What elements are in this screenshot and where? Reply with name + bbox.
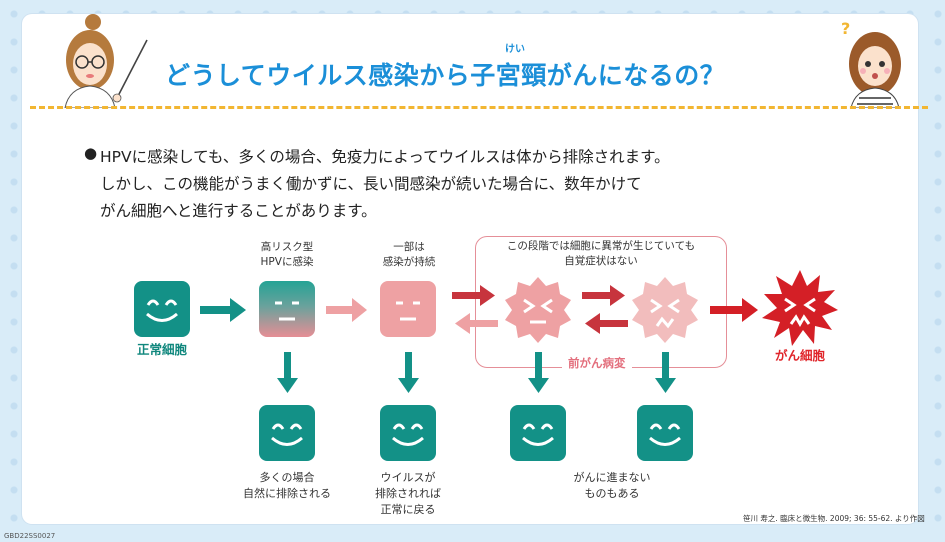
stage2-label-line-1: 一部は	[393, 241, 425, 253]
outcome3-line-1: がんに進まない	[573, 471, 651, 484]
arrow-down-3	[528, 352, 549, 393]
outcome2-label: ウイルスが 排除されれば 正常に戻る	[358, 470, 458, 518]
arrow-down-4	[655, 352, 676, 393]
stage1-label-line-1: 高リスク型	[260, 241, 314, 253]
outcome1-line-2: 自然に排除される	[243, 487, 331, 500]
outcome2-line-1: ウイルスが	[380, 471, 436, 484]
precancer-cell-1	[505, 277, 571, 343]
document-code: GBD22SS0027	[4, 532, 56, 540]
citation: 笹川 寿之. 臨床と微生物. 2009; 36: 55-62. より作図	[743, 514, 925, 523]
outcome3-label: がんに進まない ものもある	[552, 470, 672, 502]
stage2-label-line-2: 感染が持続	[382, 256, 436, 268]
outcome1-label: 多くの場合 自然に排除される	[237, 470, 337, 502]
cancer-cell-label: がん細胞	[774, 348, 825, 363]
smile-face-icon	[522, 423, 554, 446]
slide-panel	[22, 14, 918, 524]
bullet-icon: ●	[84, 144, 98, 162]
outcome2-line-2: 排除されれば	[375, 487, 441, 500]
arrow-down-2	[398, 352, 419, 393]
stage1-label: 高リスク型 HPVに感染	[247, 240, 327, 270]
outcome-cell-3	[510, 405, 566, 461]
outcome1-line-1: 多くの場合	[259, 471, 315, 484]
svg-text:?: ?	[841, 19, 850, 38]
stage2-label: 一部は 感染が持続	[369, 240, 449, 270]
normal-cell-label: 正常細胞	[136, 342, 187, 357]
body-line-3: がん細胞へと進行することがあります。	[100, 202, 377, 220]
note-box-label-bg	[484, 248, 716, 270]
girl-illustration: ?	[841, 19, 901, 108]
arrow-persistent-precancer	[452, 285, 498, 334]
box-note: この段階では細胞に異常が生じていても 自覚症状はない	[488, 239, 714, 269]
outcome-cell-1	[259, 405, 315, 461]
box-note-line-2: 自覚症状はない	[564, 255, 638, 267]
outcome3-line-2: ものもある	[584, 487, 640, 500]
teacher-illustration	[64, 14, 148, 108]
neutral-face-icon	[275, 301, 299, 321]
cancer-cell	[762, 270, 838, 346]
arrow-precancer-to-cancer	[710, 298, 758, 322]
infected-cell	[259, 281, 315, 337]
outcome2-line-3: 正常に戻る	[380, 503, 436, 516]
body-line-2: しかし、この機能がうまく働かずに、長い間感染が続いた場合に、数年かけて	[100, 175, 642, 193]
page-title: どうしてウイルス感染から子宮頸がんになるの？	[165, 61, 726, 90]
normal-cell	[134, 281, 190, 337]
body-line-1: HPVに感染しても、多くの場合、免疫力によってウイルスは体から排除されます。	[100, 148, 670, 166]
persistent-infection-cell	[380, 281, 436, 337]
smile-face-icon	[392, 423, 424, 446]
precancer-cell-2	[632, 277, 698, 343]
outcome-cell-2	[380, 405, 436, 461]
smile-face-icon	[649, 423, 681, 446]
box-note-line-1: この段階では細胞に異常が生じていても	[506, 240, 696, 252]
title-divider	[30, 106, 928, 109]
arrow-precancer-precancer	[582, 285, 628, 334]
neutral-face-icon	[396, 301, 420, 321]
precancer-label: 前がん病変	[562, 355, 632, 371]
smile-face-icon	[146, 299, 178, 322]
title-ruby: けい	[505, 44, 525, 55]
body-text: HPVに感染しても、多くの場合、免疫力によってウイルスは体から排除されます。 し…	[100, 144, 670, 225]
arrow-normal-to-infected	[200, 298, 246, 322]
outcome-cell-4	[637, 405, 693, 461]
smile-face-icon	[271, 423, 303, 446]
arrow-down-1	[277, 352, 298, 393]
arrow-infected-to-persistent	[326, 298, 367, 322]
stage1-label-line-2: HPVに感染	[260, 256, 314, 268]
